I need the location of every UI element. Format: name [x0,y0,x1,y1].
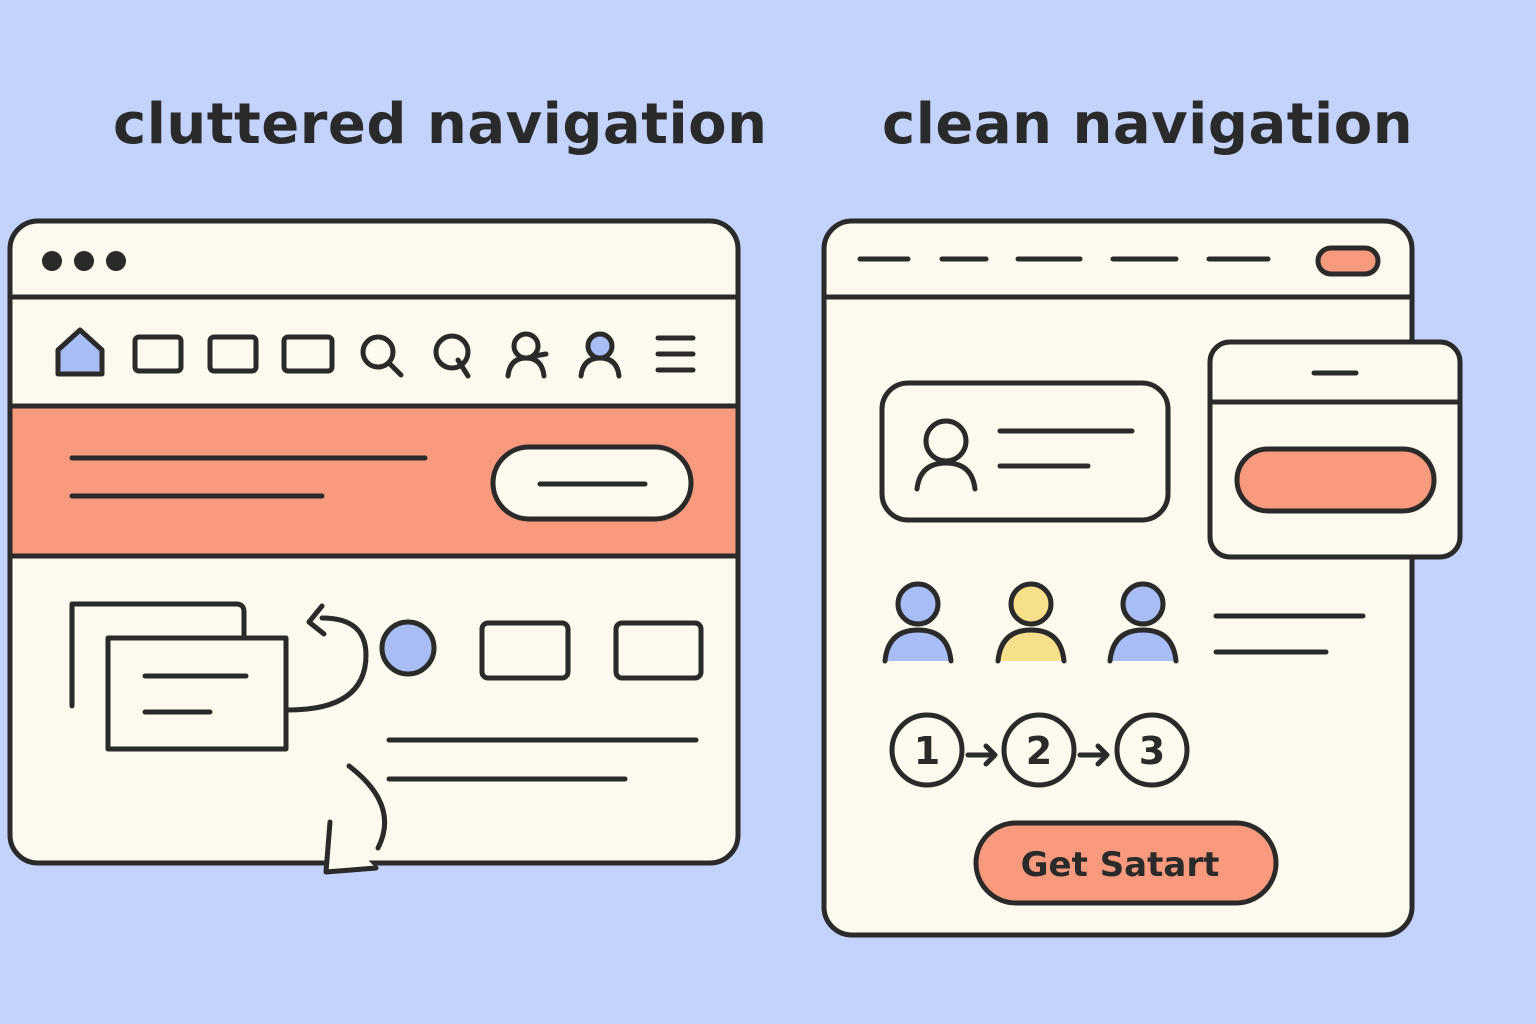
user-avatar-blue[interactable] [1107,581,1179,664]
step-2-label: 2 [1026,729,1052,773]
profile-card[interactable] [879,380,1171,523]
search-icon[interactable] [360,334,404,378]
back-arrow [285,603,369,713]
box-icon[interactable] [281,334,335,374]
user-icon [914,418,978,492]
step-1-label: 1 [914,729,940,773]
user-avatar-blue[interactable] [882,581,954,664]
user-icon[interactable] [578,331,622,379]
arrow-right-icon [1077,743,1110,767]
cta-background [973,820,1279,906]
profile-card-frame [879,380,1171,523]
clean-window: 1 2 3 Get Satart [821,218,1415,938]
search-icon[interactable] [433,333,471,379]
box-button[interactable] [479,620,571,681]
step-1-circle[interactable] [889,712,965,788]
user-avatar-yellow[interactable] [995,581,1067,664]
window-dot [106,251,126,271]
popup-window[interactable] [1207,339,1463,560]
window-controls [42,251,126,271]
step-3-label: 3 [1139,729,1165,773]
step-2-circle[interactable] [1001,712,1077,788]
window-dot [74,251,94,271]
user-row [882,581,1366,664]
clean-nav-bar [857,245,1381,277]
user-icon[interactable] [505,331,549,379]
stacked-cards [69,601,289,752]
step-3-circle[interactable] [1114,712,1190,788]
nav-action-button[interactable] [1315,245,1381,277]
get-started-button[interactable]: Get Satart [973,820,1279,906]
menu-icon[interactable] [655,335,696,373]
cluttered-nav-bar [55,327,696,379]
home-icon[interactable] [55,327,105,377]
cluttered-window [7,218,741,875]
box-button[interactable] [613,620,704,681]
popup-button[interactable] [1234,446,1437,514]
front-card[interactable] [105,635,289,752]
curved-arrow [323,763,388,875]
circle-button[interactable] [379,619,437,677]
box-icon[interactable] [207,334,259,374]
step-indicator: 1 2 3 [889,712,1190,788]
cta-label: Get Satart [1021,845,1220,885]
box-icon[interactable] [132,334,184,374]
promo-banner [7,403,741,559]
window-dot [42,251,62,271]
heading-clean-navigation: clean navigation [882,92,1414,157]
arrow-right-icon [965,743,998,767]
heading-cluttered-navigation: cluttered navigation [113,92,768,157]
